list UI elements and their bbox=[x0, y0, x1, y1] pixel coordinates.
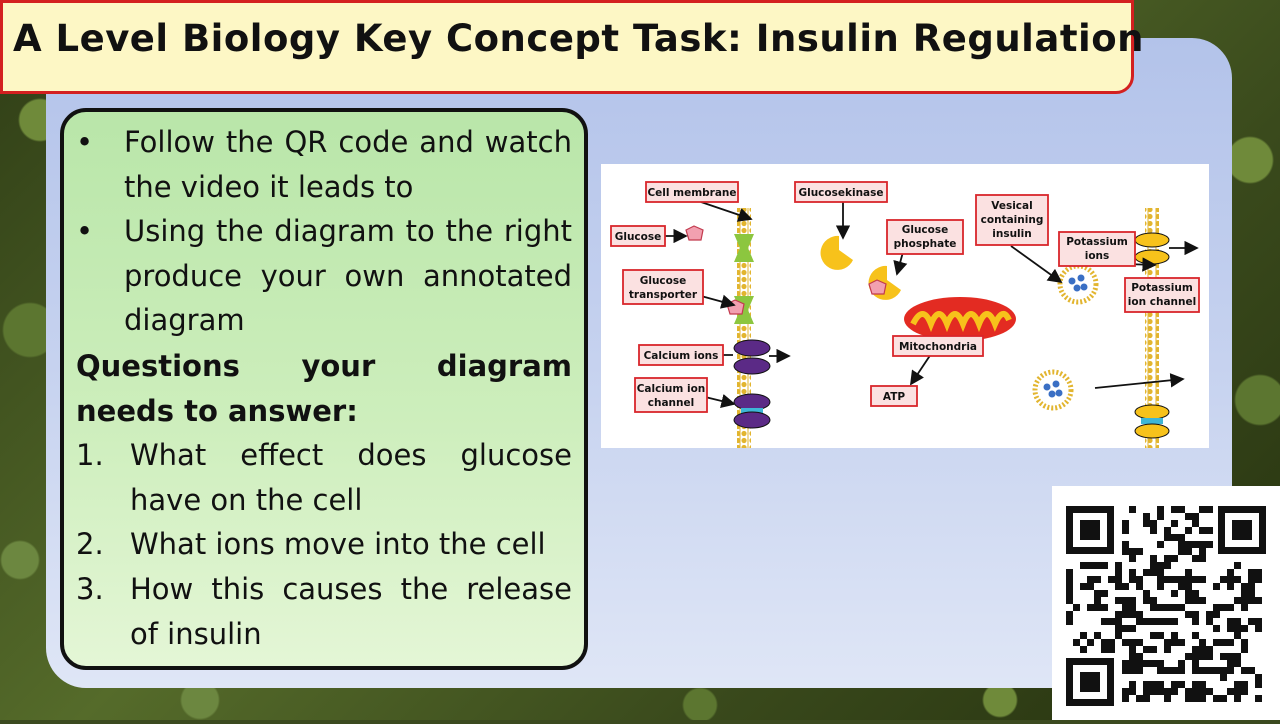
calcium-channel-icon bbox=[733, 393, 771, 411]
bullet-dot-icon: • bbox=[76, 125, 94, 159]
instructions-box: • Follow the QR code and watch the video… bbox=[60, 108, 588, 670]
bullet-item: • Using the diagram to the right produce… bbox=[76, 209, 572, 343]
svg-text:containing: containing bbox=[981, 214, 1044, 226]
svg-text:Glucose: Glucose bbox=[640, 275, 687, 287]
bullet-text: Using the diagram to the right produce y… bbox=[124, 214, 572, 338]
label-calcium-ion-channel: Calcium ion channel bbox=[634, 377, 708, 413]
label-calcium-ions: Calcium ions bbox=[638, 344, 724, 366]
svg-text:transporter: transporter bbox=[629, 289, 698, 301]
label-atp: ATP bbox=[870, 385, 918, 407]
label-mitochondria: Mitochondria bbox=[892, 335, 984, 357]
svg-text:Potassium: Potassium bbox=[1066, 236, 1128, 248]
svg-text:Glucose: Glucose bbox=[902, 224, 949, 236]
insulin-vesicle-icon bbox=[1057, 263, 1099, 305]
glucose-transporter-icon bbox=[734, 234, 754, 262]
question-text: How this causes the release of insulin bbox=[130, 571, 572, 651]
insulin-secretion-diagram: Cell membrane Glucose Glucose transporte… bbox=[601, 164, 1209, 448]
label-potassium-ion-channel: Potassium ion channel bbox=[1124, 277, 1200, 313]
svg-text:ions: ions bbox=[1085, 250, 1110, 262]
glucosekinase-icon bbox=[820, 235, 853, 270]
glucose-icon bbox=[685, 225, 704, 241]
qr-code-icon bbox=[1052, 486, 1280, 720]
glucose-phosphate-icon bbox=[868, 279, 887, 295]
questions-section: Questions your diagram needs to answer: … bbox=[76, 344, 572, 656]
potassium-channel-icon bbox=[1134, 232, 1170, 248]
question-text: What effect does glucose have on the cel… bbox=[130, 438, 572, 517]
svg-text:Calcium ion: Calcium ion bbox=[637, 383, 706, 395]
calcium-channel-icon bbox=[733, 339, 771, 357]
svg-text:ion channel: ion channel bbox=[1128, 296, 1196, 308]
label-potassium-ions: Potassium ions bbox=[1058, 231, 1136, 267]
label-cell-membrane: Cell membrane bbox=[645, 181, 739, 203]
label-glucosekinase: Glucosekinase bbox=[794, 181, 888, 203]
bullet-text: Follow the QR code and watch the video i… bbox=[124, 125, 572, 204]
svg-text:phosphate: phosphate bbox=[894, 238, 957, 250]
question-item: 3. How this causes the release of insuli… bbox=[76, 567, 572, 656]
svg-text:Glucose: Glucose bbox=[615, 231, 662, 243]
bullet-dot-icon: • bbox=[76, 214, 94, 249]
svg-text:Vesical: Vesical bbox=[991, 200, 1032, 212]
svg-text:Calcium ions: Calcium ions bbox=[644, 350, 719, 362]
label-vesical-containing-insulin: Vesical containing insulin bbox=[975, 194, 1049, 246]
insulin-vesicle-icon bbox=[1032, 369, 1074, 411]
label-glucose-phosphate: Glucose phosphate bbox=[886, 219, 964, 255]
question-item: 1. What effect does glucose have on the … bbox=[76, 433, 572, 522]
svg-text:Potassium: Potassium bbox=[1131, 282, 1193, 294]
svg-text:insulin: insulin bbox=[992, 228, 1031, 240]
question-number: 2. bbox=[76, 527, 104, 562]
question-number: 1. bbox=[76, 438, 104, 473]
svg-text:Glucosekinase: Glucosekinase bbox=[798, 187, 883, 199]
title-banner: A Level Biology Key Concept Task: Insuli… bbox=[0, 0, 1143, 94]
potassium-channel-icon bbox=[1134, 404, 1170, 420]
qr-code[interactable] bbox=[1052, 486, 1280, 720]
svg-text:ATP: ATP bbox=[883, 391, 905, 403]
instruction-list: • Follow the QR code and watch the video… bbox=[76, 120, 572, 343]
label-glucose-transporter: Glucose transporter bbox=[622, 269, 704, 305]
label-glucose: Glucose bbox=[610, 225, 666, 247]
svg-text:channel: channel bbox=[648, 397, 694, 409]
svg-text:Mitochondria: Mitochondria bbox=[899, 341, 977, 353]
svg-text:Cell membrane: Cell membrane bbox=[647, 187, 736, 199]
slide-title: A Level Biology Key Concept Task: Insuli… bbox=[13, 17, 1144, 60]
bullet-item: • Follow the QR code and watch the video… bbox=[76, 120, 572, 209]
question-text: What ions move into the cell bbox=[130, 527, 546, 562]
question-item: 2. What ions move into the cell bbox=[76, 522, 572, 567]
question-number: 3. bbox=[76, 571, 104, 606]
diagram-svg: Cell membrane Glucose Glucose transporte… bbox=[610, 181, 1200, 448]
questions-heading: Questions your diagram needs to answer: bbox=[76, 349, 572, 428]
